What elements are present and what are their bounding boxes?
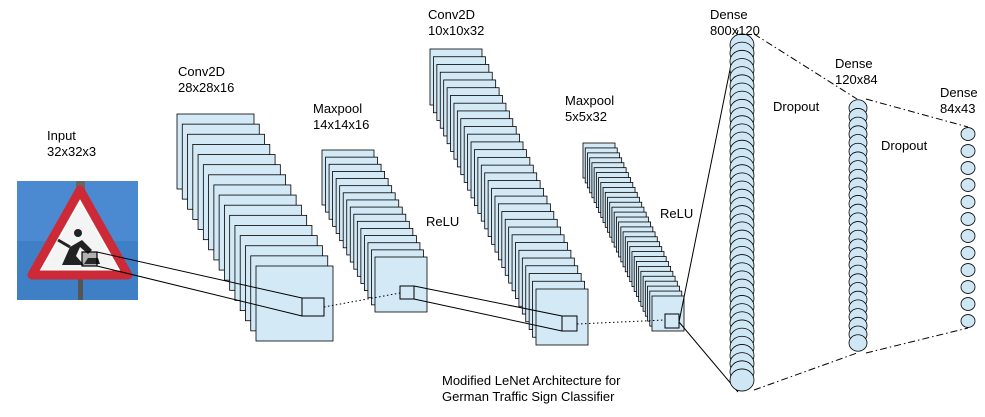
neuron [960,229,976,243]
link-line [96,265,303,317]
dense2-layer-name: Dense [835,56,873,71]
neuron [848,334,868,352]
conv1-stack [176,113,334,342]
neuron [960,144,976,158]
pool1-label: Maxpool 14x14x16 [313,101,369,133]
link-line [413,298,563,332]
neuron [960,127,976,141]
pool1-layer-shape: 14x14x16 [313,117,370,132]
dense-link-line [865,98,969,128]
relu2-layer-name: ReLU [660,206,694,221]
neuron [960,246,976,260]
neuron [960,178,976,192]
relu1-layer-name: ReLU [426,214,460,229]
feature-map [374,256,428,313]
dense1-label: Dense 800x120 [710,7,760,39]
neuron [960,297,976,311]
relu2-label: ReLU [660,206,693,222]
neuron [960,161,976,175]
link-line [678,321,739,393]
conv1-layer-name: Conv2D [178,64,225,79]
neuron [960,263,976,277]
dense3-layer-name: Dense [940,85,978,100]
relu1-label: ReLU [426,214,459,230]
neuron [960,195,976,209]
dense2-layer-shape: 120x84 [835,72,878,87]
conv2-layer-shape: 10x10x32 [428,23,485,38]
link-line [678,29,739,323]
pool2-layer-shape: 5x5x32 [565,109,607,124]
link-line [96,251,303,299]
dense1-layer-name: Dense [710,7,748,22]
conv2-label: Conv2D 10x10x32 [428,7,484,39]
dropout1-name: Dropout [773,99,820,114]
link-line-dotted [576,319,666,325]
neuron [960,212,976,226]
conv2-stack [429,48,589,346]
pool1-stack [321,149,428,313]
input-layer-shape: 32x32x3 [47,144,97,159]
pool2-stack [582,142,685,332]
input-label: Input 32x32x3 [47,128,96,160]
pool2-layer-name: Maxpool [565,93,615,108]
dense3-neurons [960,127,976,328]
conv1-label: Conv2D 28x28x16 [178,64,234,96]
dense1-layer-shape: 800x120 [710,23,760,38]
neuron [960,314,976,328]
dense2-label: Dense 120x84 [835,56,878,88]
input-image [17,181,138,300]
dropout2-label: Dropout [881,138,927,154]
pool1-kernel-square [399,285,415,300]
caption-line-2: German Traffic Sign Classifier [442,389,615,404]
dense-link-line [865,327,969,354]
dense3-label: Dense 84x43 [940,85,978,117]
dense-link-line [753,33,858,100]
caption-line-1: Modified LeNet Architecture for [442,373,621,388]
neuron [729,368,755,392]
conv2-layer-name: Conv2D [428,7,475,22]
feature-map [255,265,334,342]
pool2-label: Maxpool 5x5x32 [565,93,614,125]
neuron [960,280,976,294]
link-line-dotted [323,292,401,308]
link-line [413,285,563,317]
pool1-layer-name: Maxpool [313,101,363,116]
dropout1-label: Dropout [773,99,819,115]
input-layer-name: Input [47,128,76,143]
dense1-neurons [729,33,755,392]
dense2-neurons [848,99,868,352]
dense3-layer-shape: 84x43 [940,101,976,116]
dense-link-line [753,352,858,391]
dropout2-name: Dropout [881,138,928,153]
diagram-caption: Modified LeNet Architecture for German T… [442,373,620,405]
conv1-layer-shape: 28x28x16 [178,80,235,95]
